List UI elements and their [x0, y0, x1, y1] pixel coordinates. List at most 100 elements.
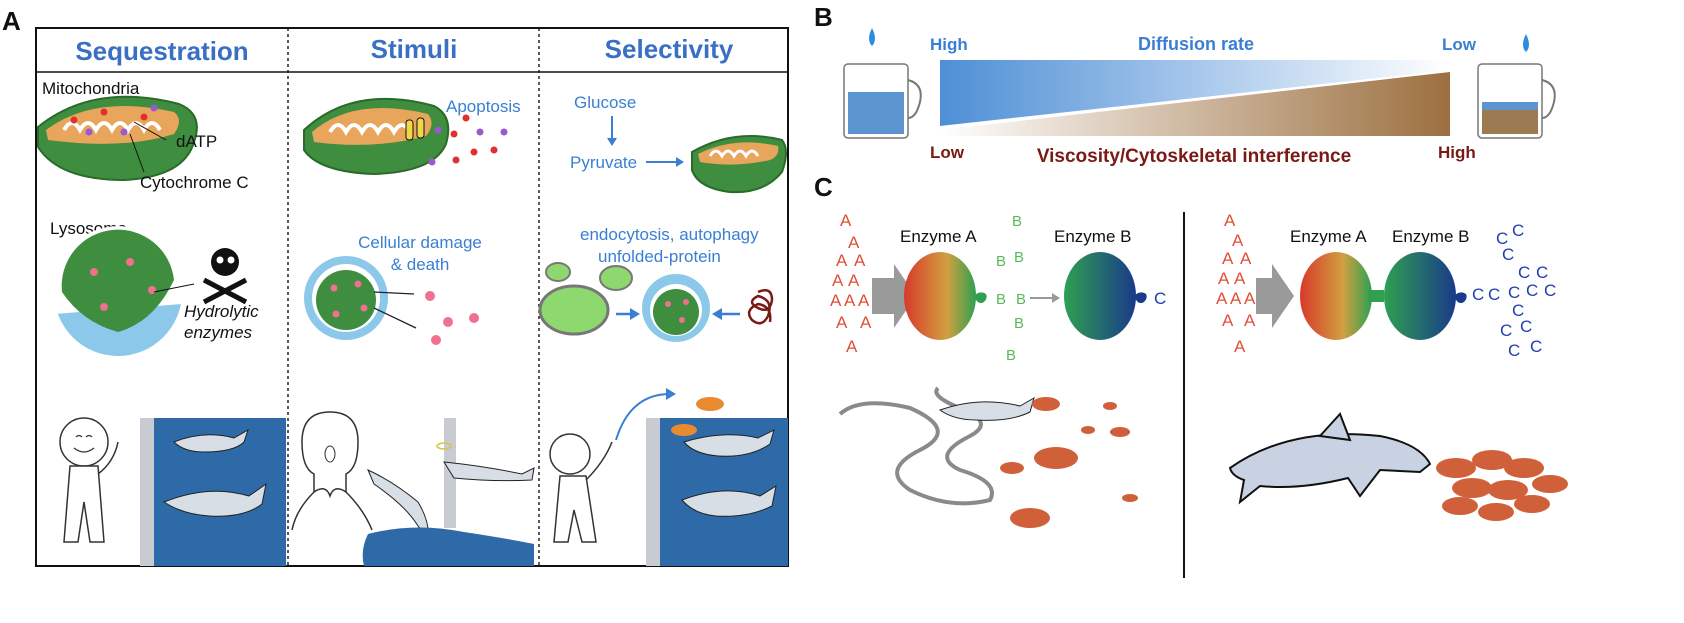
fish-school-scattered: [1000, 397, 1138, 528]
svg-text:A: A: [840, 211, 852, 230]
label-enzyme-a-right: Enzyme A: [1290, 227, 1367, 246]
panel-letter-b: B: [814, 2, 833, 32]
enzyme-b-left: [1064, 252, 1147, 340]
mitochondrion-3: [691, 135, 787, 194]
svg-text:C: C: [1526, 281, 1538, 300]
screaming-person-illustration: [291, 411, 373, 531]
svg-text:C: C: [1512, 301, 1524, 320]
water-drop-left-icon: [869, 28, 875, 46]
svg-text:A: A: [1230, 289, 1242, 308]
panel-b-figure: High Diffusion rate Low Low Viscosity/Cy…: [843, 28, 1556, 167]
shark-chasing-icon: [838, 386, 1035, 506]
svg-text:A: A: [1224, 211, 1236, 230]
svg-text:A: A: [1216, 289, 1228, 308]
label-apoptosis: Apoptosis: [446, 97, 521, 116]
svg-text:A: A: [1232, 231, 1244, 250]
svg-text:C: C: [1488, 285, 1500, 304]
svg-text:B: B: [996, 253, 1006, 270]
svg-text:B: B: [1014, 315, 1024, 332]
svg-text:A: A: [1234, 269, 1246, 288]
label-datp: dATP: [176, 132, 217, 151]
svg-text:A: A: [1240, 249, 1252, 268]
fused-enzymes: [1300, 252, 1467, 340]
header-sequestration: Sequestration: [75, 36, 248, 66]
svg-text:A: A: [832, 271, 844, 290]
enzyme-a-left: [904, 252, 987, 340]
label-mitochondria: Mitochondria: [42, 79, 140, 98]
svg-text:C: C: [1500, 321, 1512, 340]
svg-text:C: C: [1544, 281, 1556, 300]
svg-text:C: C: [1520, 317, 1532, 336]
shark-icon: [162, 428, 267, 517]
svg-text:C: C: [1502, 245, 1514, 264]
label-endocytosis: endocytosis, autophagy: [580, 225, 759, 244]
svg-text:A: A: [1222, 249, 1234, 268]
svg-text:B: B: [1016, 291, 1026, 308]
pointer-datp: [133, 121, 167, 141]
panel-a-figure: Sequestration Stimuli Selectivity Mitoch…: [35, 27, 789, 567]
aquarium-glass-1: [140, 418, 154, 566]
aquarium-glass-3: [646, 418, 660, 566]
header-selectivity: Selectivity: [605, 34, 734, 64]
skull-crossbones-icon: [202, 248, 248, 305]
aquarium-glass-2: [444, 418, 456, 528]
lysosome-3: [642, 274, 710, 342]
svg-text:A: A: [860, 313, 872, 332]
throw-arrow: [615, 393, 671, 441]
svg-text:A: A: [830, 291, 842, 310]
label-pyruvate: Pyruvate: [570, 153, 637, 172]
svg-text:A: A: [854, 251, 866, 270]
label-enzyme-b-right: Enzyme B: [1392, 227, 1469, 246]
arrow-release-2: [373, 307, 417, 329]
svg-text:C: C: [1536, 263, 1548, 282]
svg-text:A: A: [1244, 289, 1256, 308]
svg-text:C: C: [1496, 229, 1508, 248]
arrow-release-1: [373, 291, 415, 295]
diffusion-rate-wedge: [940, 60, 1450, 126]
mitochondrion-1: [37, 95, 198, 182]
svg-text:A: A: [1218, 269, 1230, 288]
big-shark-icon: [1228, 412, 1432, 505]
water-drop-right-icon: [1523, 34, 1529, 52]
flow-arrow-left: [872, 264, 916, 328]
fish-food-icon: [671, 397, 724, 436]
svg-text:B: B: [1006, 347, 1016, 364]
flow-arrow-right: [1256, 264, 1294, 328]
svg-text:C: C: [1508, 341, 1520, 360]
svg-text:A: A: [844, 291, 856, 310]
thrower-person-illustration: [549, 433, 613, 543]
mug-water-icon: [843, 63, 922, 139]
svg-text:C: C: [1512, 221, 1524, 240]
water-spill: [362, 527, 534, 566]
svg-text:A: A: [846, 337, 858, 356]
svg-text:A: A: [848, 233, 860, 252]
lysosome-2: [304, 256, 388, 340]
unfolded-protein-tangle-icon: [747, 289, 774, 325]
mug-viscous-icon: [1477, 63, 1556, 139]
pointer-hydrolytic: [153, 283, 195, 293]
pointer-cytochrome: [129, 133, 145, 173]
vesicles: [538, 262, 633, 336]
product-c-left: C: [1154, 289, 1166, 308]
enzyme-bursts: [425, 291, 479, 345]
svg-text:B: B: [996, 291, 1006, 308]
svg-text:C: C: [1472, 285, 1484, 304]
happy-person-illustration: [59, 417, 119, 543]
svg-text:C: C: [1530, 337, 1542, 356]
viscosity-wedge: [940, 72, 1450, 136]
label-low-right: Low: [1442, 35, 1477, 54]
svg-text:B: B: [1012, 213, 1022, 230]
label-enzyme-a-left: Enzyme A: [900, 227, 977, 246]
svg-text:A: A: [836, 313, 848, 332]
svg-text:A: A: [1222, 311, 1234, 330]
label-high-left: High: [930, 35, 968, 54]
svg-text:C: C: [1518, 263, 1530, 282]
svg-text:B: B: [1014, 249, 1024, 266]
label-enzymes: enzymes: [184, 323, 253, 342]
label-glucose: Glucose: [574, 93, 636, 112]
label-enzyme-b-left: Enzyme B: [1054, 227, 1131, 246]
